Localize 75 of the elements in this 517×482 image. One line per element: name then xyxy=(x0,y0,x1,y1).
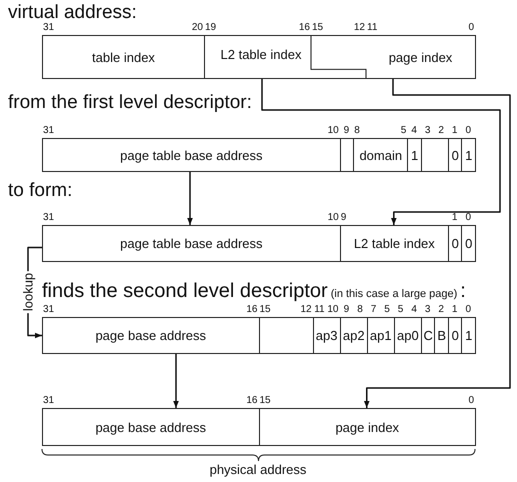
arrow xyxy=(187,172,193,225)
bit-number: 9 xyxy=(344,305,350,315)
bit-number: 10 xyxy=(327,305,338,315)
bit-number: 1 xyxy=(452,305,458,315)
bit-number: 15 xyxy=(260,305,271,315)
bit-field-cell: page index xyxy=(366,35,476,79)
bit-number: 0 xyxy=(465,126,472,136)
empty-field-cell xyxy=(420,138,449,172)
bit-number: 31 xyxy=(43,23,54,33)
bit-number: 15 xyxy=(312,23,324,33)
bit-number: 8 xyxy=(354,126,360,136)
arrow xyxy=(261,79,501,225)
bit-field-cell: ap2 xyxy=(340,317,368,354)
bit-number: 2 xyxy=(438,126,444,136)
bit-number: 16 xyxy=(246,396,258,406)
bit-number: 5 xyxy=(384,305,390,315)
bit-number: 11 xyxy=(314,305,325,315)
section-heading: to form: xyxy=(8,180,72,202)
bit-number: 10 xyxy=(328,126,339,136)
bit-number: 8 xyxy=(357,305,363,315)
bracket-label: physical address xyxy=(210,462,306,477)
bit-number: 10 xyxy=(328,213,339,223)
bit-field-cell: L2 table index xyxy=(204,35,367,79)
bit-number: 7 xyxy=(370,305,376,315)
bit-number: 9 xyxy=(340,213,346,223)
bit-field-cell: domain xyxy=(353,138,408,172)
bit-number: 1 xyxy=(452,126,458,136)
bit-number: 16 xyxy=(246,305,258,315)
bit-field-cell: L2 table index xyxy=(340,225,449,262)
bit-field-cell: 1 xyxy=(461,138,476,172)
bit-number: 4 xyxy=(411,305,417,315)
bit-number: 0 xyxy=(468,23,474,33)
bit-number: 15 xyxy=(260,396,271,406)
bit-number: 3 xyxy=(424,305,430,315)
bit-field-cell: 1 xyxy=(461,317,476,354)
bit-number: 5 xyxy=(400,126,406,136)
bit-field-cell: B xyxy=(434,317,449,354)
bit-field-cell: ap0 xyxy=(394,317,422,354)
bit-field-cell: page index xyxy=(258,408,476,446)
bit-number: 11 xyxy=(367,23,378,33)
section-heading: from the first level descriptor: xyxy=(8,92,252,114)
heading-colon: : xyxy=(460,280,466,302)
bit-number: 31 xyxy=(43,305,54,315)
bit-number: 3 xyxy=(424,126,430,136)
bit-number: 12 xyxy=(354,23,365,33)
bit-number: 0 xyxy=(465,213,472,223)
bit-field-cell: page base address xyxy=(42,408,260,446)
arrow xyxy=(364,79,511,408)
bit-number: 5 xyxy=(398,305,404,315)
bit-field-cell: page table base address xyxy=(42,138,341,172)
bit-field-cell: page table base address xyxy=(42,225,341,262)
bit-field-cell: ap3 xyxy=(312,317,341,354)
section-heading: finds the second level descriptor xyxy=(42,280,328,302)
edge-label: lookup xyxy=(20,270,36,313)
bit-number: 31 xyxy=(43,396,54,406)
bit-number: 31 xyxy=(43,126,54,136)
bit-number: 4 xyxy=(411,126,417,136)
bit-number: 2 xyxy=(438,305,444,315)
heading-note: (in this case a large page) xyxy=(330,288,458,300)
bit-number: 0 xyxy=(465,305,472,315)
bit-number: 1 xyxy=(452,213,458,223)
bit-field-cell: ap1 xyxy=(366,317,395,354)
bit-number: 9 xyxy=(344,126,350,136)
bit-field-cell: 1 xyxy=(407,138,422,172)
section-heading: virtual address: xyxy=(8,2,137,23)
bit-number: 12 xyxy=(300,305,312,315)
bit-field-cell: 0 xyxy=(461,225,476,262)
bit-field-cell: page base address xyxy=(42,317,260,354)
bit-number: 16 xyxy=(298,23,310,33)
bit-number: 0 xyxy=(468,396,474,406)
bit-number: 31 xyxy=(43,213,54,223)
bit-field-cell: table index xyxy=(42,35,205,79)
bit-number: 19 xyxy=(205,23,216,33)
bit-number: 20 xyxy=(192,23,203,33)
arrow xyxy=(173,354,179,408)
